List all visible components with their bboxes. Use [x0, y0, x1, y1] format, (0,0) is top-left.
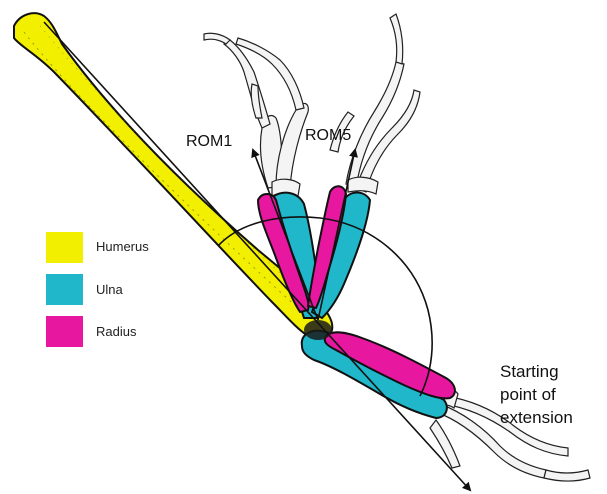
starting-point-line2: point of	[500, 383, 605, 406]
legend-swatch-ulna	[46, 274, 83, 305]
legend-label-ulna: Ulna	[96, 282, 123, 297]
starting-point-line3: extension	[500, 406, 605, 429]
legend-label-humerus: Humerus	[96, 239, 149, 254]
hand-bones-rom1	[204, 33, 308, 196]
legend-label-radius: Radius	[96, 324, 136, 339]
starting-point-label: Starting point of extension	[500, 360, 605, 429]
starting-point-line1: Starting	[500, 360, 605, 383]
rom5-label: ROM5	[305, 127, 351, 145]
hand-bones-rom5	[330, 14, 420, 194]
rom1-label: ROM1	[186, 133, 232, 151]
legend-swatch-radius	[46, 316, 83, 347]
legend-swatch-humerus	[46, 232, 83, 263]
